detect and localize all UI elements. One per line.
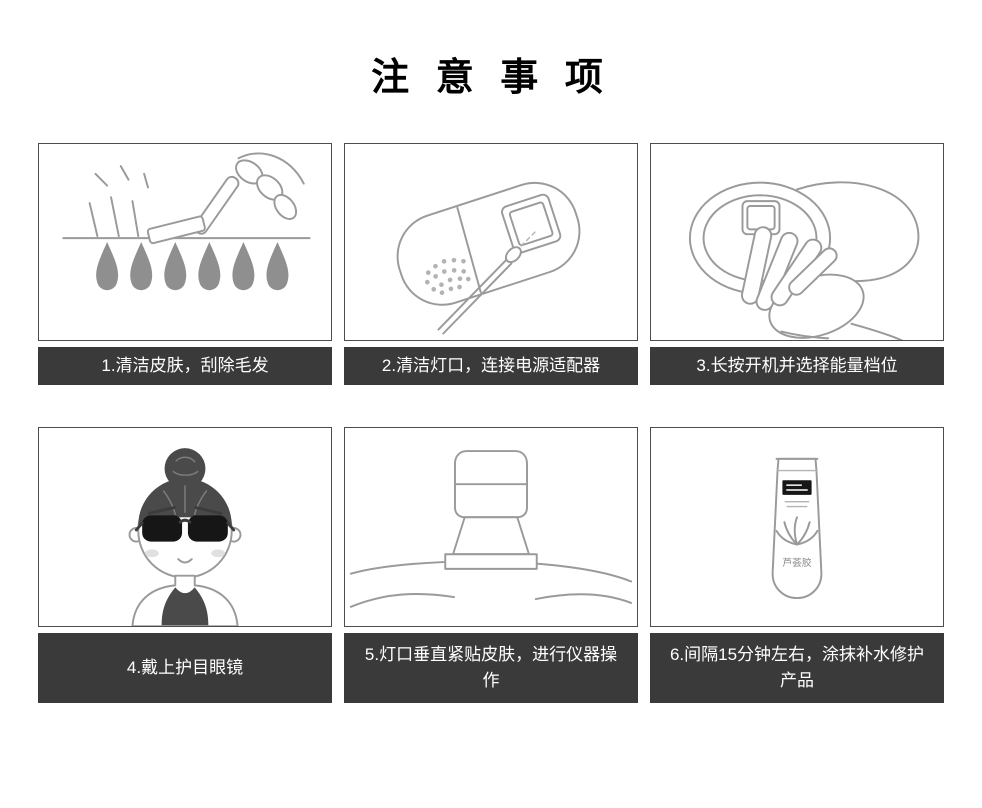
protective-goggles-illustration [128, 448, 242, 626]
page-title: 注 意 事 项 [371, 57, 611, 99]
step-3-caption: 3.长按开机并选择能量档位 [650, 347, 944, 385]
illustration-box-step-2 [344, 143, 638, 341]
device-on-skin-illustration [349, 450, 633, 608]
step-1-caption: 1.清洁皮肤，刮除毛发 [38, 347, 332, 385]
precautions-page: 注 意 事 项 [0, 46, 982, 703]
step-5-caption: 5.灯口垂直紧贴皮肤，进行仪器操作 [344, 633, 638, 703]
illustration-box-step-6: 芦荟胶 [650, 427, 944, 627]
power-button-press-illustration [688, 181, 920, 340]
illustration-box-step-5 [344, 427, 638, 627]
step-6-caption: 6.间隔15分钟左右，涂抹补水修护产品 [650, 633, 944, 703]
step-2-caption: 2.清洁灯口，连接电源适配器 [344, 347, 638, 385]
lamp-port-cleaning-illustration [396, 181, 581, 335]
instruction-panels: 1.清洁皮肤，刮除毛发 [38, 143, 944, 703]
razor-shaving-illustration [62, 152, 311, 291]
panel-step-5: 5.灯口垂直紧贴皮肤，进行仪器操作 [344, 427, 638, 703]
aloe-gel-tube-illustration: 芦荟胶 [771, 457, 823, 600]
panel-step-3: 3.长按开机并选择能量档位 [650, 143, 944, 385]
panel-step-2: 2.清洁灯口，连接电源适配器 [344, 143, 638, 385]
tube-label-text: 芦荟胶 [782, 556, 811, 569]
panel-step-4: 4.戴上护目眼镜 [38, 427, 332, 703]
illustration-box-step-4 [38, 427, 332, 627]
illustration-box-step-1 [38, 143, 332, 341]
panel-step-1: 1.清洁皮肤，刮除毛发 [38, 143, 332, 385]
panel-step-6: 芦荟胶 6.间隔15分钟左右，涂抹补水修护产品 [650, 427, 944, 703]
illustration-box-step-3 [650, 143, 944, 341]
step-4-caption: 4.戴上护目眼镜 [38, 633, 332, 703]
